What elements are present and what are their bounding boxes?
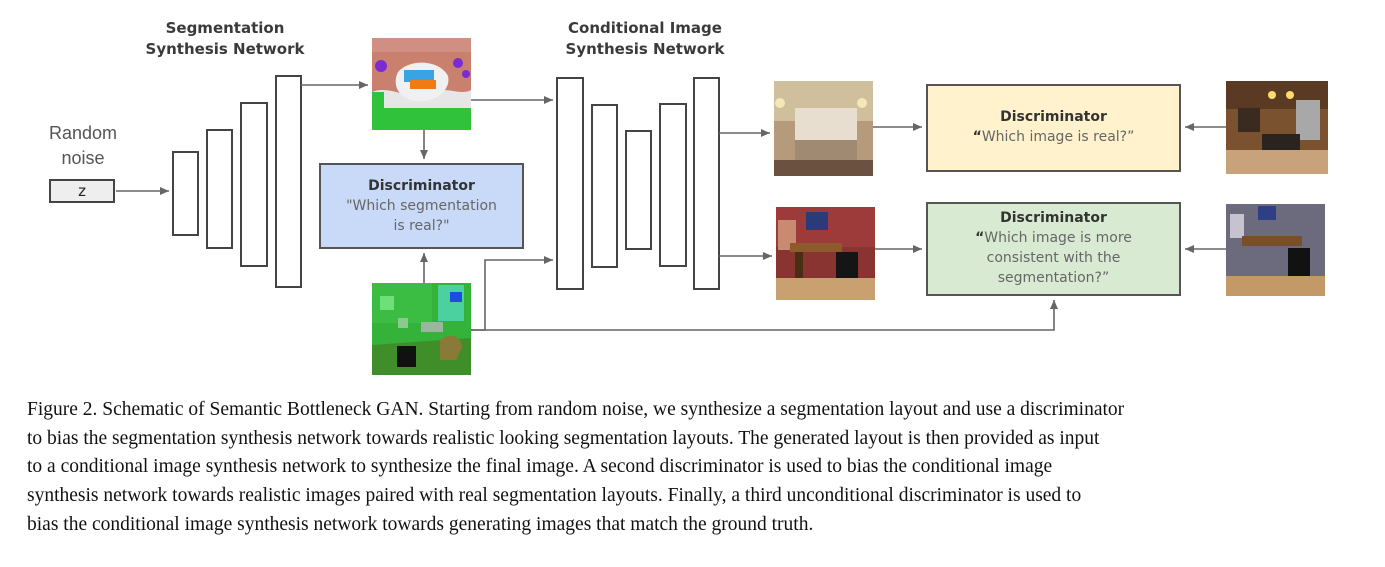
generated-segmentation-image: [372, 38, 471, 130]
cond-network-title: Conditional Image Synthesis Network: [560, 18, 730, 60]
seg-layer-1: [172, 151, 199, 236]
real-kitchen-image: [1226, 81, 1328, 174]
cond-layer-4: [659, 103, 687, 267]
diagram-canvas: [116, 38, 1328, 375]
image-discriminator: Discriminator “Which image is real?”: [926, 84, 1181, 172]
disc-seg-title: Discriminator: [368, 178, 475, 194]
consistency-discriminator: Discriminator “Which image is more consi…: [926, 202, 1181, 296]
cond-layer-2: [591, 104, 618, 268]
seg-layer-3: [240, 102, 268, 267]
disc-real-open-quote: “: [972, 129, 982, 145]
seg-network-title-line2: Synthesis Network: [145, 40, 305, 58]
figure-caption: Figure 2. Schematic of Semantic Bottlene…: [27, 396, 1367, 540]
conditional-network: [556, 77, 720, 290]
caption-line: Figure 2. Schematic of Semantic Bottlene…: [27, 399, 1125, 420]
disc-seg-question-line2: is real?": [393, 218, 450, 234]
caption-line: to a conditional image synthesis network…: [27, 456, 1053, 478]
z-label: z: [78, 182, 86, 200]
caption-line: synthesis network towards realistic imag…: [27, 485, 1082, 507]
caption-line: bias the conditional image synthesis net…: [27, 513, 814, 535]
realseg-to-cond-arrow: [471, 256, 553, 331]
cond-layer-5: [693, 77, 720, 290]
real-segmentation-image: [372, 283, 471, 375]
connection-arrows: [116, 81, 1226, 331]
disc-real-question: “Which image is real?”: [928, 127, 1179, 147]
disc-cons-title: Discriminator: [1000, 210, 1107, 226]
disc-real-question-text: Which image is real?”: [981, 129, 1135, 145]
cond-layer-1: [556, 77, 584, 290]
disc-cons-question-line1: “Which image is more: [928, 228, 1179, 248]
random-noise-line1: Random: [48, 123, 118, 143]
realseg-to-consistency-arrow: [471, 300, 1058, 331]
random-noise-line2: noise: [61, 148, 105, 168]
disc-cons-question-line2: consistent with the: [986, 250, 1121, 266]
real-office-image: [1226, 204, 1325, 296]
seg-network-title-line1: Segmentation: [165, 19, 285, 37]
segmentation-discriminator: Discriminator "Which segmentation is rea…: [319, 163, 524, 249]
seg-layer-4: [275, 75, 302, 288]
caption-line: to bias the segmentation synthesis netwo…: [27, 427, 1100, 449]
disc-cons-question-text1: Which image is more: [984, 230, 1132, 246]
seg-layer-2: [206, 129, 233, 249]
seg-network-title: Segmentation Synthesis Network: [140, 18, 310, 60]
z-input-box: z: [49, 179, 115, 203]
cond-layer-3: [625, 130, 652, 250]
segmentation-network: [172, 75, 302, 288]
cond-network-title-line1: Conditional Image: [568, 19, 722, 37]
generated-bedroom-image: [774, 81, 873, 176]
disc-cons-question-line3: segmentation?”: [997, 270, 1110, 286]
cond-network-title-line2: Synthesis Network: [565, 40, 725, 58]
disc-seg-question-line1: "Which segmentation: [346, 198, 497, 214]
schematic-figure: Segmentation Synthesis Network Condition…: [30, 18, 1328, 375]
disc-cons-open-quote: “: [975, 230, 985, 246]
disc-real-title: Discriminator: [1000, 109, 1107, 125]
random-noise-label: Random noise: [30, 121, 136, 171]
generated-office-image: [776, 207, 875, 300]
